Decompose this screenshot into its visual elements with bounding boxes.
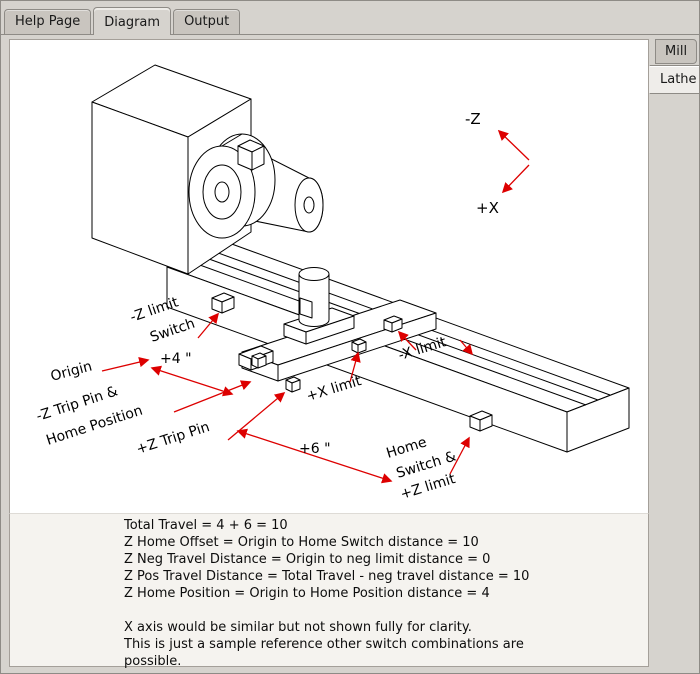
tab-output-label: Output (184, 14, 230, 29)
label-dim-plus4: +4 " (160, 351, 192, 367)
limit-switches (211, 292, 493, 432)
note-sample-ref-2: possible. (124, 654, 182, 669)
note-sample-ref-1: This is just a sample reference other sw… (124, 637, 524, 652)
notes-panel: Total Travel = 4 + 6 = 10 Z Home Offset … (9, 513, 649, 669)
note-neg-travel: Z Neg Travel Distance = Origin to neg li… (124, 552, 491, 567)
note-home-position: Z Home Position = Origin to Home Positio… (124, 586, 490, 601)
tab-mill[interactable]: Mill (655, 39, 698, 64)
label-pos-z-trip: +Z Trip Pin (134, 419, 211, 458)
tab-output[interactable]: Output (173, 9, 241, 34)
chuck-clamp (237, 139, 265, 171)
note-pos-travel: Z Pos Travel Distance = Total Travel - n… (124, 569, 530, 584)
label-pos-x-limit: +X limit (304, 373, 363, 405)
tab-diagram[interactable]: Diagram (93, 7, 172, 35)
tab-help-page[interactable]: Help Page (4, 9, 92, 34)
tool-post-cylinder (298, 267, 330, 327)
note-spacer (124, 602, 642, 619)
label-dim-plus6: +6 " (299, 441, 331, 457)
label-origin: Origin (49, 358, 94, 384)
note-x-axis: X axis would be similar but not shown fu… (124, 620, 472, 635)
label-neg-z-axis: -Z (465, 110, 481, 128)
tab-diagram-label: Diagram (104, 15, 161, 30)
tab-lathe[interactable]: Lathe (649, 65, 699, 94)
lathe-diagram-svg: -Z +X -Z limit Switch Origin +4 " -Z Tri… (34, 64, 630, 503)
top-tab-bar: Help Page Diagram Output (1, 1, 699, 35)
label-pos-x-axis: +X (476, 199, 499, 217)
tab-help-page-label: Help Page (15, 14, 81, 29)
tab-mill-label: Mill (665, 44, 688, 59)
axis-indicator: -Z +X (465, 110, 530, 217)
note-total-travel: Total Travel = 4 + 6 = 10 (124, 518, 288, 533)
diagram-canvas: -Z +X -Z limit Switch Origin +4 " -Z Tri… (9, 39, 649, 513)
note-home-offset: Z Home Offset = Origin to Home Switch di… (124, 535, 479, 550)
tab-lathe-label: Lathe (660, 72, 697, 87)
label-neg-z-limit-2: Switch (148, 316, 197, 346)
dimension-arrows (101, 312, 474, 484)
